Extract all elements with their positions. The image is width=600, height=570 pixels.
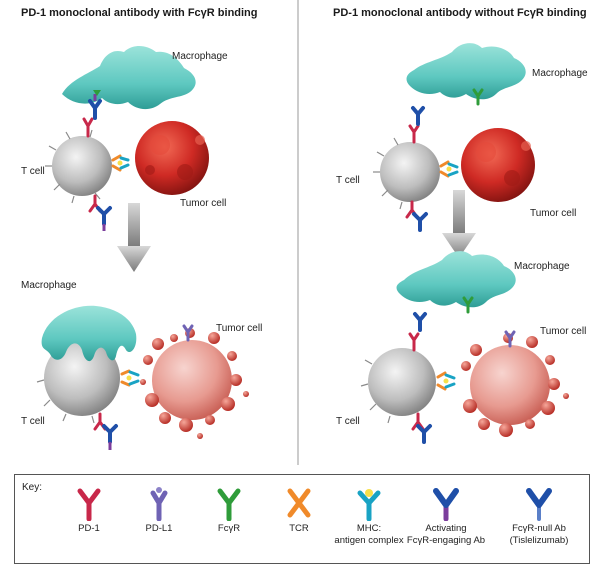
key-label-line2: FcγR-engaging Ab: [406, 535, 486, 546]
key-item-pdl1: PD-L1: [119, 475, 199, 563]
key-label-line1: PD-1: [78, 523, 100, 534]
mhc-complex-icon: [357, 489, 381, 521]
label-t-cell: T cell: [336, 416, 360, 427]
tcr-receptor-icon: [287, 488, 311, 518]
pdl1-ligand-icon: [150, 487, 168, 521]
label-macrophage: Macrophage: [532, 68, 588, 79]
macrophage-cell: [396, 251, 516, 308]
key-item-fcgr-null-ab: FcγR-null Ab(Tislelizumab): [499, 475, 579, 563]
tumor-cell: [135, 121, 209, 195]
t-cell: [373, 137, 440, 210]
key-label-line1: MHC:: [356, 523, 382, 534]
activating-antibody-icon: [433, 488, 459, 521]
key-item-pd1: PD-1: [49, 475, 129, 563]
pd1-receptor-icon: [77, 488, 101, 521]
tumor-cell-dying: [140, 328, 249, 439]
left-top-scene: [45, 46, 209, 272]
key-item-fcgr: FcγR: [189, 475, 269, 563]
label-macrophage: Macrophage: [172, 51, 228, 62]
label-tumor-cell: Tumor cell: [530, 208, 577, 219]
label-macrophage: Macrophage: [21, 280, 77, 291]
t-cell: [45, 129, 112, 204]
label-t-cell: T cell: [21, 416, 45, 427]
key-label-line2: antigen complex: [334, 535, 404, 546]
label-t-cell: T cell: [21, 166, 45, 177]
t-cell: [360, 348, 436, 424]
key-label-line1: FcγR-null Ab: [512, 523, 566, 534]
t-cell-engulfed: [36, 340, 120, 424]
fcgr-receptor-icon: [217, 488, 241, 521]
key-item-tcr: TCR: [259, 475, 339, 563]
left-panel-title: PD-1 monoclonal antibody with FcγR bindi…: [21, 7, 258, 19]
key-label-line2: (Tislelizumab): [509, 535, 569, 546]
tumor-cell: [461, 128, 535, 202]
tumor-cell-dying: [461, 333, 569, 437]
label-tumor-cell: Tumor cell: [180, 198, 227, 209]
key-label-line1: TCR: [289, 523, 309, 534]
right-top-scene: [373, 43, 535, 258]
fcgr-null-antibody-icon: [526, 488, 552, 521]
key-legend: Key: PD-1 PD-L1 FcγR TCR MHC:antigen com…: [14, 474, 590, 564]
key-title: Key:: [22, 482, 43, 493]
macrophage-cell: [406, 43, 526, 100]
key-label-line1: FcγR: [217, 523, 241, 534]
transition-arrow-left: [117, 203, 151, 272]
macrophage-engulfing: [41, 305, 137, 362]
key-label-line1: Activating: [425, 523, 467, 534]
key-label-line1: PD-L1: [145, 523, 173, 534]
transition-arrow-right: [442, 190, 476, 258]
mechanism-diagram: [36, 0, 569, 465]
right-panel-title: PD-1 monoclonal antibody without FcγR bi…: [333, 7, 587, 19]
key-item-mhc: MHC:antigen complex: [329, 475, 409, 563]
left-bottom-scene: [36, 305, 249, 450]
label-tumor-cell: Tumor cell: [540, 326, 587, 337]
label-tumor-cell: Tumor cell: [216, 323, 263, 334]
label-t-cell: T cell: [336, 175, 360, 186]
right-bottom-scene: [360, 251, 569, 444]
label-macrophage: Macrophage: [514, 261, 570, 272]
